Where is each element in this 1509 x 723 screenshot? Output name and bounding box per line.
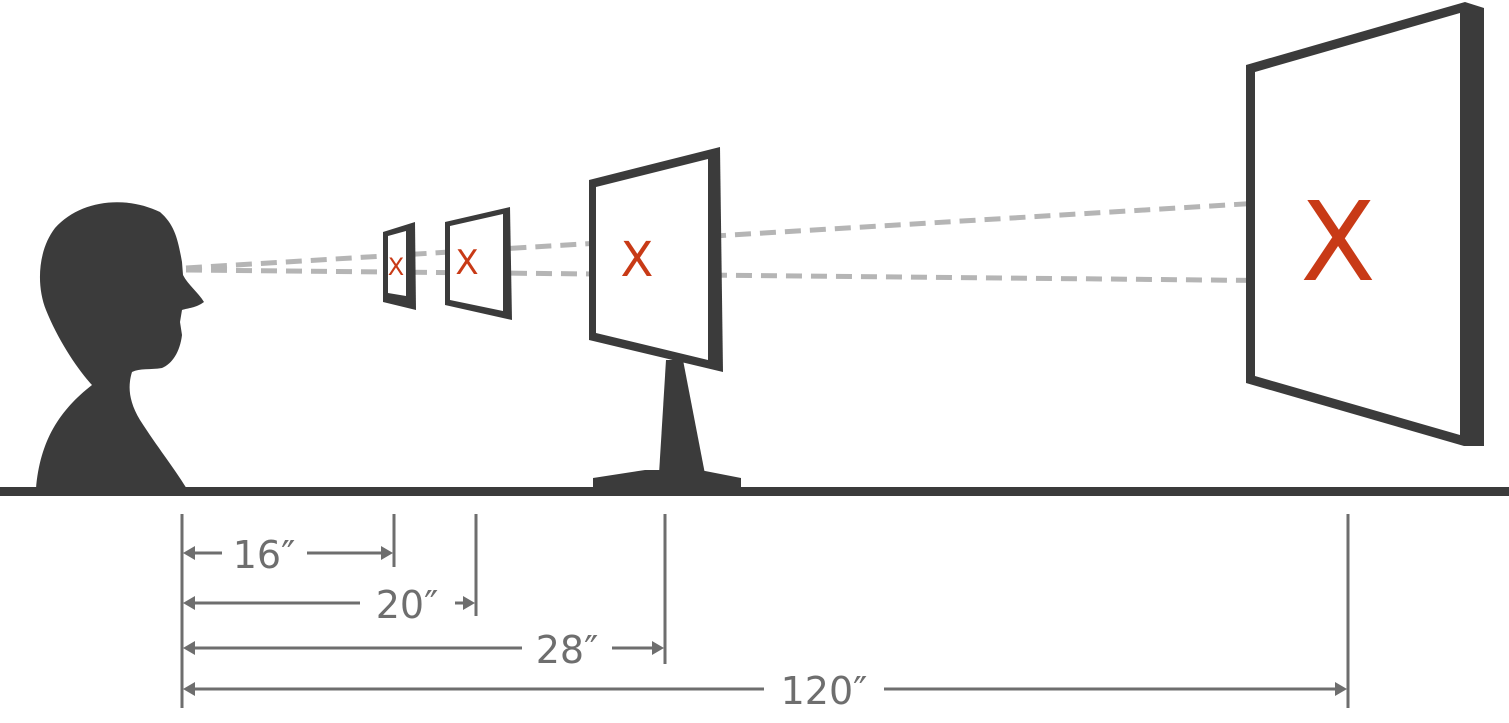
target-x-16in: X [388,253,404,281]
sight-line-upper [185,192,1393,271]
distance-label-16in: 16″ [233,533,296,577]
screen-20in: X [445,207,512,320]
dimension-arrows [183,546,1347,696]
monitor-28in: X [589,147,741,489]
monitor-28in-stand-neck [659,360,705,474]
distance-label-120in: 120″ [781,669,868,713]
screen-16in: X [383,222,416,310]
target-x-28in: X [621,232,654,288]
screen-120in: X [1246,2,1484,446]
monitor-28in-display [596,159,708,360]
floor-line [0,487,1509,496]
monitor-28in-stand-base [593,470,741,489]
sight-line-lower [185,267,1413,285]
screen-20in-display [450,214,503,311]
arrow-16in-left [183,546,195,560]
arrow-120in-right [1335,682,1347,696]
distance-label-20in: 20″ [376,583,439,627]
head-silhouette [36,202,204,489]
arrow-20in-left [183,596,195,610]
arrow-120in-left [183,682,195,696]
sight-lines [185,192,1413,285]
arrow-28in-left [183,641,195,655]
screen-16in-display [388,231,406,296]
target-x-20in: X [455,243,478,283]
screen-120in-display [1255,13,1460,435]
arrow-20in-right [463,596,475,610]
arrow-28in-right [652,641,664,655]
dimension-markers [180,514,1350,708]
distance-label-28in: 28″ [536,628,599,672]
arrow-16in-right [381,546,393,560]
target-x-120in: X [1300,178,1375,306]
